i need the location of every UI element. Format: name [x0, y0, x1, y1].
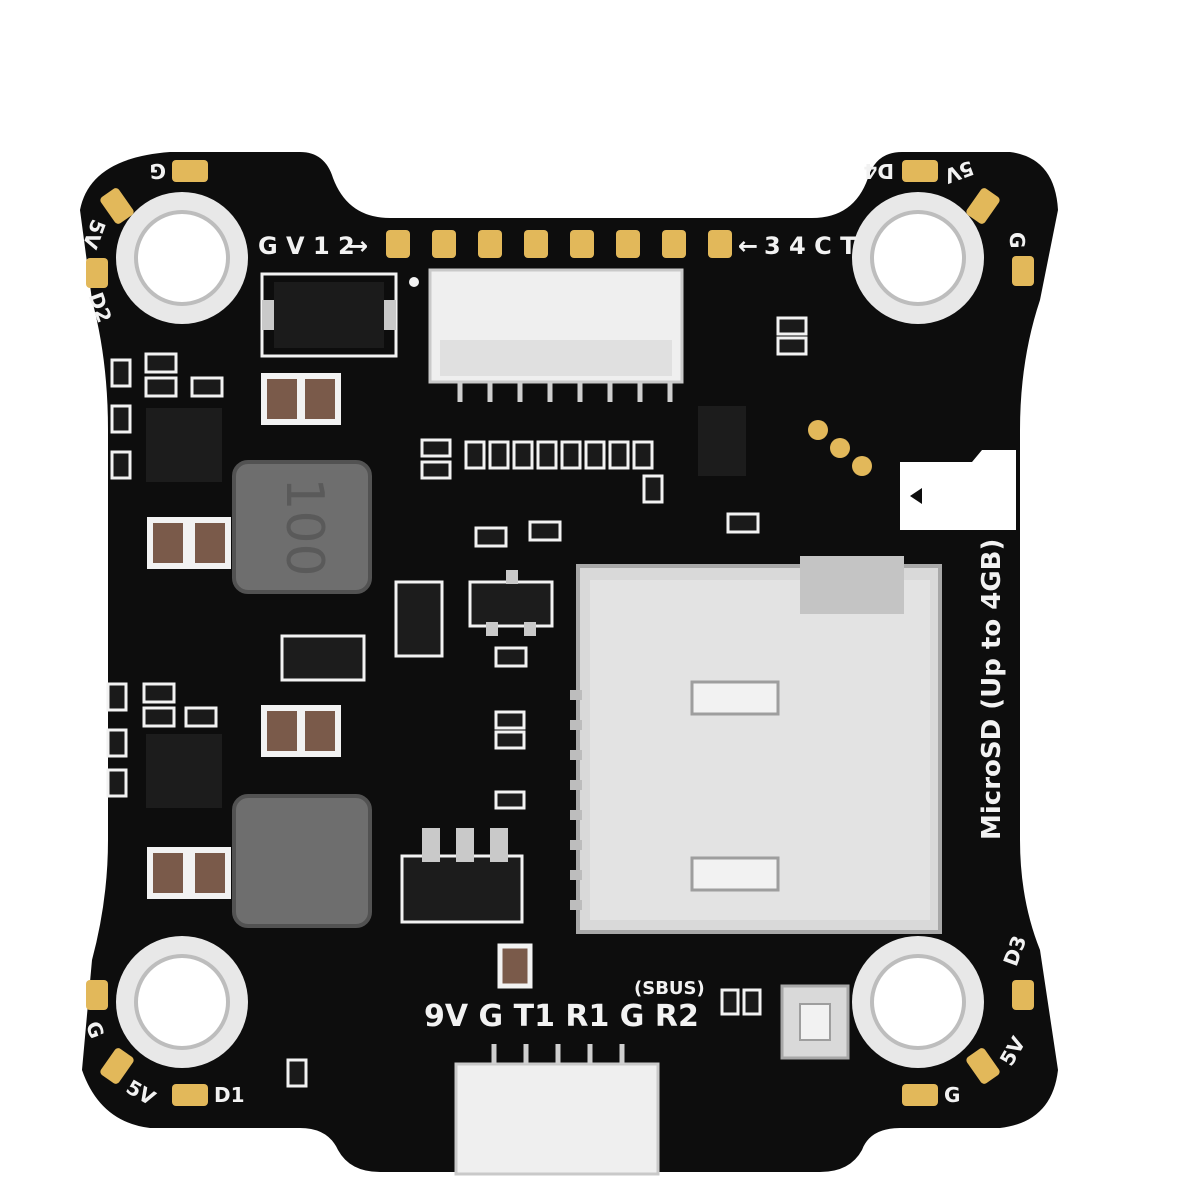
- bottom-capacitor: [497, 943, 533, 989]
- test-pads: [808, 420, 872, 476]
- corner-bl-g-label: G: [81, 1018, 109, 1042]
- top-connector: [409, 268, 684, 402]
- microsd-slot: [570, 556, 942, 934]
- corner-br-g-label: G: [944, 1083, 960, 1107]
- corner-tr-d4-label: D4: [863, 159, 894, 183]
- arrow-left-icon: ←: [738, 232, 758, 260]
- middle-ics: [280, 406, 746, 924]
- inductors: 100: [232, 460, 372, 928]
- inductor-marking: 100: [274, 477, 334, 576]
- corner-tr-g-label: G: [1005, 232, 1029, 248]
- bottom-connector: [454, 1044, 660, 1176]
- barometer: [780, 984, 850, 1060]
- sbus-note: (SBUS): [634, 978, 705, 999]
- arrow-right-icon: →: [348, 232, 368, 260]
- top-pad-row: [386, 230, 732, 258]
- left-ics: [146, 408, 222, 808]
- corner-bl-d1-label: D1: [214, 1083, 245, 1107]
- corner-pads: [86, 160, 1034, 1106]
- mounting-holes: [116, 192, 984, 1068]
- microsd-icon: [900, 450, 1016, 530]
- top-left-ic: [260, 272, 398, 358]
- corner-tl-g-label: G: [150, 159, 166, 183]
- top-right-label: 3 4 C T: [764, 232, 857, 260]
- capacitors: [147, 373, 341, 899]
- smd-components: [106, 316, 808, 1088]
- top-left-label: G V 1 2: [258, 232, 355, 260]
- microsd-label: MicroSD (Up to 4GB): [977, 539, 1007, 840]
- bottom-pad-labels: 9V G T1 R1 G R2: [424, 999, 699, 1034]
